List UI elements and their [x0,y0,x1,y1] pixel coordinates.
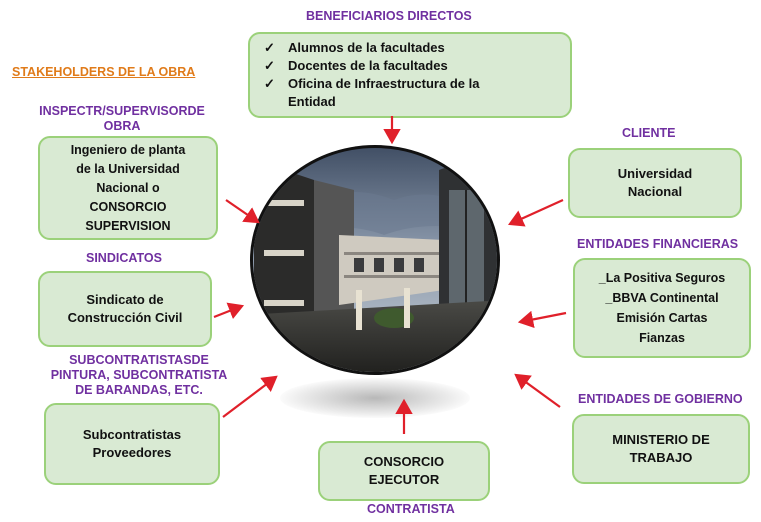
list-item: ✓ Alumnos de la facultades [262,39,479,57]
box-financieras-line: Emisión Cartas [616,311,708,325]
arrow [213,302,245,320]
heading-subcontratistas-line-1: SUBCONTRATISTASDE [69,353,209,367]
box-gobierno-line: TRABAJO [629,450,693,465]
heading-gobierno: ENTIDADES DE GOBIERNO [578,392,743,406]
box-subcontratistas-line: Subcontratistas [82,427,182,442]
box-gobierno-line: MINISTERIO DE [612,432,710,447]
heading-contratista: CONTRATISTA [367,502,455,516]
box-inspector-line: CONSORCIO [89,199,167,214]
list-item: ✓ Docentes de la facultades [262,57,479,75]
building-photo [250,145,500,375]
list-item: ✓ Oficina de Infraestructura de la [262,75,479,93]
box-contratista-line: EJECUTOR [368,472,440,487]
box-financieras-line: Fianzas [639,331,685,345]
check-icon: ✓ [264,58,275,73]
heading-cliente: CLIENTE [622,126,676,140]
heading-stakeholders: STAKEHOLDERS DE LA OBRA [12,65,196,79]
list-item-label: Entidad [288,94,336,109]
arrow [514,373,561,408]
arrow [222,375,278,418]
heading-sindicatos: SINDICATOS [86,251,162,265]
list-item-label: Oficina de Infraestructura de la [288,76,480,91]
box-sindicatos-line: Sindicato de [86,292,164,307]
box-inspector-line: SUPERVISION [85,218,171,233]
box-inspector: Ingeniero de planta de la Universidad Na… [38,136,218,240]
list-item-label: Alumnos de la facultades [288,40,445,55]
box-gobierno: MINISTERIO DE TRABAJO [572,414,750,484]
heading-financieras: ENTIDADES FINANCIERAS [577,237,739,251]
heading-subcontratistas-line-3: DE BARANDAS, ETC. [75,383,203,397]
box-inspector-line: Ingeniero de planta [70,142,186,157]
heading-inspector: INSPECTR/SUPERVISORDE OBRA [22,104,222,134]
arrow [517,310,567,329]
heading-subcontratistas-line-2: PINTURA, SUBCONTRATISTA [50,368,228,382]
box-subcontratistas: Subcontratistas Proveedores [44,403,220,485]
box-contratista: CONSORCIO EJECUTOR [318,441,490,501]
list-item-label: Docentes de la facultades [288,58,448,73]
box-financieras-line: _BBVA Continental [605,291,719,305]
box-beneficiarios: ✓ Alumnos de la facultades ✓ Docentes de l… [248,32,572,118]
box-inspector-line: Nacional o [96,180,160,195]
box-financieras-line: _La Positiva Seguros [598,271,726,285]
box-contratista-line: CONSORCIO [363,454,445,469]
photo-shadow [280,378,470,418]
box-cliente-line: Universidad [617,166,693,181]
list-item: Entidad [262,93,479,111]
beneficiarios-list: ✓ Alumnos de la facultades ✓ Docentes de l… [262,39,479,111]
box-cliente-line: Nacional [627,184,683,199]
arrow [507,198,564,227]
heading-inspector-line-2: OBRA [103,119,141,133]
box-financieras: _La Positiva Seguros _BBVA Continental E… [573,258,751,358]
heading-inspector-line-1: INSPECTR/SUPERVISORDE [39,104,205,118]
box-sindicatos-line: Construcción Civil [67,310,183,325]
box-inspector-line: de la Universidad [76,161,180,176]
heading-beneficiarios: BENEFICIARIOS DIRECTOS [306,9,472,23]
box-subcontratistas-line: Proveedores [92,445,172,460]
check-icon: ✓ [264,76,275,91]
box-cliente: Universidad Nacional [568,148,742,218]
check-icon: ✓ [264,40,275,55]
box-sindicatos: Sindicato de Construcción Civil [38,271,212,347]
arrow [225,199,260,224]
heading-subcontratistas: SUBCONTRATISTASDE PINTURA, SUBCONTRATIST… [50,353,228,398]
